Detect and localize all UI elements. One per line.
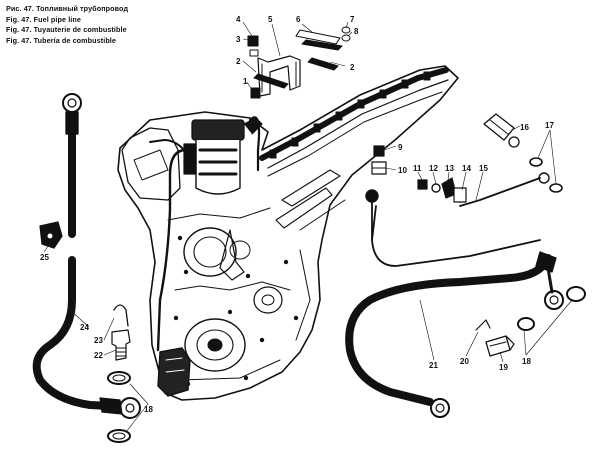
part-6-7-8-clamp	[295, 26, 351, 51]
callout-5: 5	[268, 15, 273, 24]
pipe-21	[345, 251, 564, 418]
callout-18-right: 18	[522, 357, 531, 366]
part-bracket-5	[247, 35, 301, 97]
part-9-10-fittings	[371, 145, 387, 175]
callout-25: 25	[40, 253, 49, 262]
callout-13: 13	[445, 164, 454, 173]
washers-18-right	[517, 286, 586, 331]
figure-captions: Рис. 47. Топливный трубопровод Fig. 47. …	[6, 4, 306, 46]
callout-2b: 2	[350, 63, 355, 72]
leader-lines	[43, 21, 573, 433]
callout-labels: 1 2 2 3 4 5 6 7 8 9 10 11 12 13 14 15 16…	[40, 15, 554, 414]
callout-11: 11	[413, 164, 422, 173]
callout-20: 20	[460, 357, 469, 366]
part-16-banjo	[483, 113, 520, 148]
callout-14: 14	[462, 164, 471, 173]
callout-7: 7	[350, 15, 355, 24]
part-23-clip	[113, 304, 129, 327]
callout-18-left: 18	[144, 405, 153, 414]
callout-12: 12	[429, 164, 438, 173]
callout-16: 16	[520, 123, 529, 132]
callout-2a: 2	[236, 57, 241, 66]
caption-french: Fig. 47. Tuyauterie de combustible	[6, 25, 127, 34]
caption-english: Fig. 47. Fuel pipe line	[6, 14, 81, 24]
callout-4: 4	[236, 15, 241, 24]
part-2-clamps	[253, 57, 339, 89]
callout-1: 1	[243, 77, 248, 86]
callout-10: 10	[398, 166, 407, 175]
callout-19: 19	[499, 363, 508, 372]
washers-18-left	[107, 371, 131, 443]
washers-17	[529, 157, 563, 193]
fuel-filter-assembly	[183, 117, 263, 195]
callout-3: 3	[236, 35, 241, 44]
callout-9: 9	[398, 143, 403, 152]
callout-23: 23	[94, 336, 103, 345]
part-1-bolt	[250, 87, 261, 99]
callout-17: 17	[545, 121, 554, 130]
caption-russian: Рис. 47. Топливный трубопровод	[6, 4, 129, 13]
part-22-banjo-bolt	[111, 329, 131, 361]
callout-8: 8	[354, 27, 359, 36]
pipe-15	[365, 172, 550, 267]
callout-21: 21	[429, 361, 438, 370]
callout-22: 22	[94, 351, 103, 360]
callout-24: 24	[80, 323, 89, 332]
fuel-pump	[157, 347, 191, 397]
part-11-14-small	[417, 177, 467, 203]
part-25-bracket	[39, 221, 63, 249]
callout-15: 15	[479, 164, 488, 173]
pipe-24	[32, 93, 141, 419]
caption-spanish: Fig. 47. Tubería de combustible	[6, 35, 116, 45]
callout-6: 6	[296, 15, 301, 24]
part-20-clip	[475, 319, 491, 331]
engine-fuel-pipes	[149, 116, 261, 352]
part-19-banjo-bolt	[485, 335, 515, 357]
